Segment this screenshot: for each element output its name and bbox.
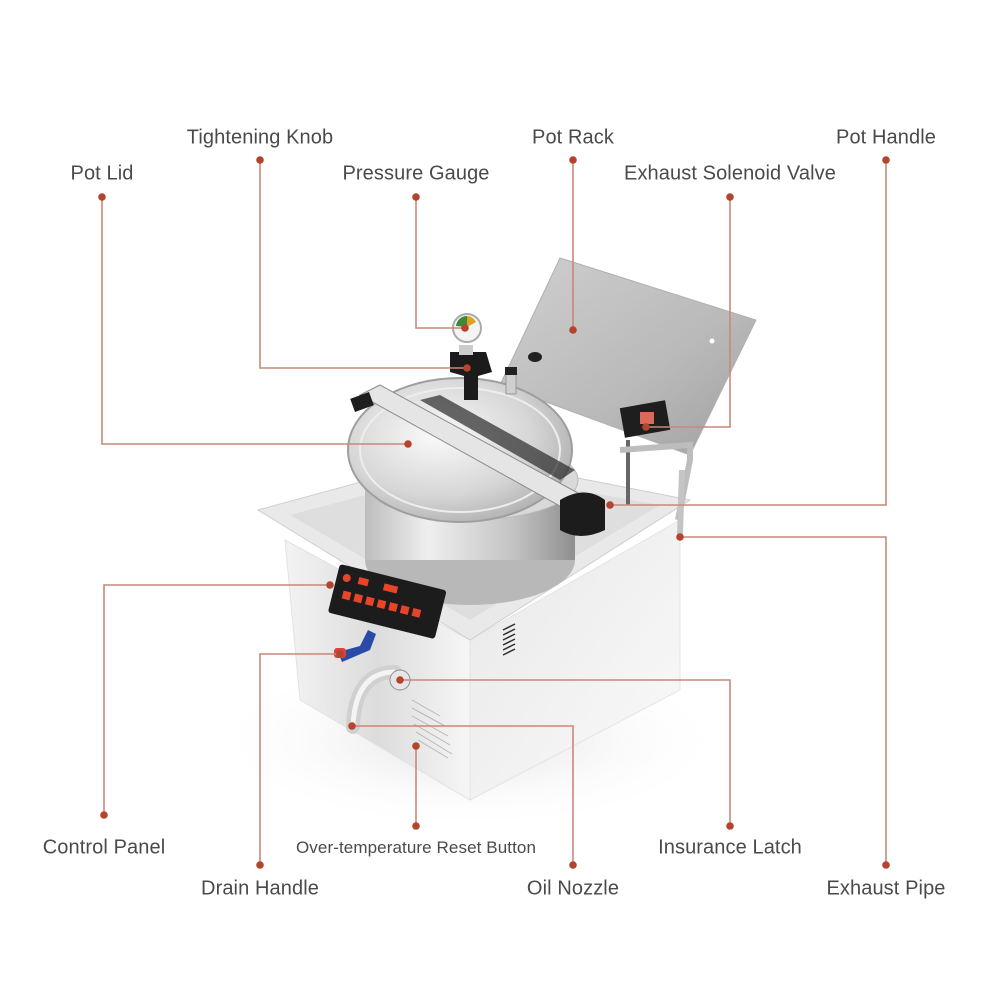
label-control-panel: Control Panel	[42, 836, 166, 859]
target-dot-icon	[461, 324, 469, 332]
leader-line	[646, 197, 731, 428]
control-panel-display	[328, 564, 447, 639]
leader-line	[415, 197, 465, 329]
target-dot-icon	[676, 533, 684, 541]
callout-control-panel	[100, 581, 334, 819]
target-dot-icon	[642, 423, 650, 431]
target-dot-icon	[396, 676, 404, 684]
callout-over-temperature-reset-button	[412, 742, 420, 830]
callout-oil-nozzle	[348, 722, 577, 869]
leader-line	[103, 584, 330, 815]
target-dot-icon	[404, 440, 412, 448]
label-dot-icon	[412, 193, 420, 201]
leader-line	[400, 679, 731, 826]
label-dot-icon	[256, 861, 264, 869]
leader-line	[680, 536, 887, 865]
target-dot-icon	[348, 722, 356, 730]
target-dot-icon	[606, 501, 614, 509]
callout-pot-rack	[569, 156, 577, 334]
label-pot-lid: Pot Lid	[70, 162, 134, 185]
vent-slats	[502, 623, 516, 656]
label-dot-icon	[569, 861, 577, 869]
label-oil-nozzle: Oil Nozzle	[526, 877, 620, 900]
label-over-temperature-reset-button: Over-temperature Reset Button	[295, 838, 537, 857]
label-dot-icon	[726, 822, 734, 830]
label-drain-handle: Drain Handle	[201, 877, 319, 900]
label-insurance-latch: Insurance Latch	[658, 836, 802, 859]
leader-line	[610, 160, 887, 506]
label-dot-icon	[726, 193, 734, 201]
target-dot-icon	[569, 326, 577, 334]
leader-line	[259, 160, 467, 369]
callout-pot-handle	[606, 156, 890, 509]
label-pot-handle: Pot Handle	[836, 126, 936, 149]
label-dot-icon	[100, 811, 108, 819]
label-exhaust-pipe: Exhaust Pipe	[826, 877, 946, 900]
label-pot-rack: Pot Rack	[532, 126, 614, 149]
callout-pot-lid	[98, 193, 412, 448]
callout-drain-handle	[256, 650, 344, 869]
target-dot-icon	[412, 742, 420, 750]
label-dot-icon	[412, 822, 420, 830]
callout-exhaust-solenoid-valve	[642, 193, 734, 431]
target-dot-icon	[336, 650, 344, 658]
label-dot-icon	[98, 193, 106, 201]
label-dot-icon	[256, 156, 264, 164]
callout-tightening-knob	[256, 156, 471, 372]
leader-line	[101, 197, 408, 445]
leader-line	[259, 653, 340, 865]
callout-pressure-gauge	[412, 193, 469, 332]
label-dot-icon	[569, 156, 577, 164]
label-dot-icon	[882, 156, 890, 164]
callout-exhaust-pipe	[676, 533, 890, 869]
label-pressure-gauge: Pressure Gauge	[342, 162, 490, 185]
target-dot-icon	[463, 364, 471, 372]
label-tightening-knob: Tightening Knob	[186, 126, 334, 149]
callout-insurance-latch	[396, 676, 734, 830]
target-dot-icon	[326, 581, 334, 589]
label-dot-icon	[882, 861, 890, 869]
leader-line	[352, 725, 574, 865]
label-exhaust-solenoid-valve: Exhaust Solenoid Valve	[624, 162, 836, 185]
